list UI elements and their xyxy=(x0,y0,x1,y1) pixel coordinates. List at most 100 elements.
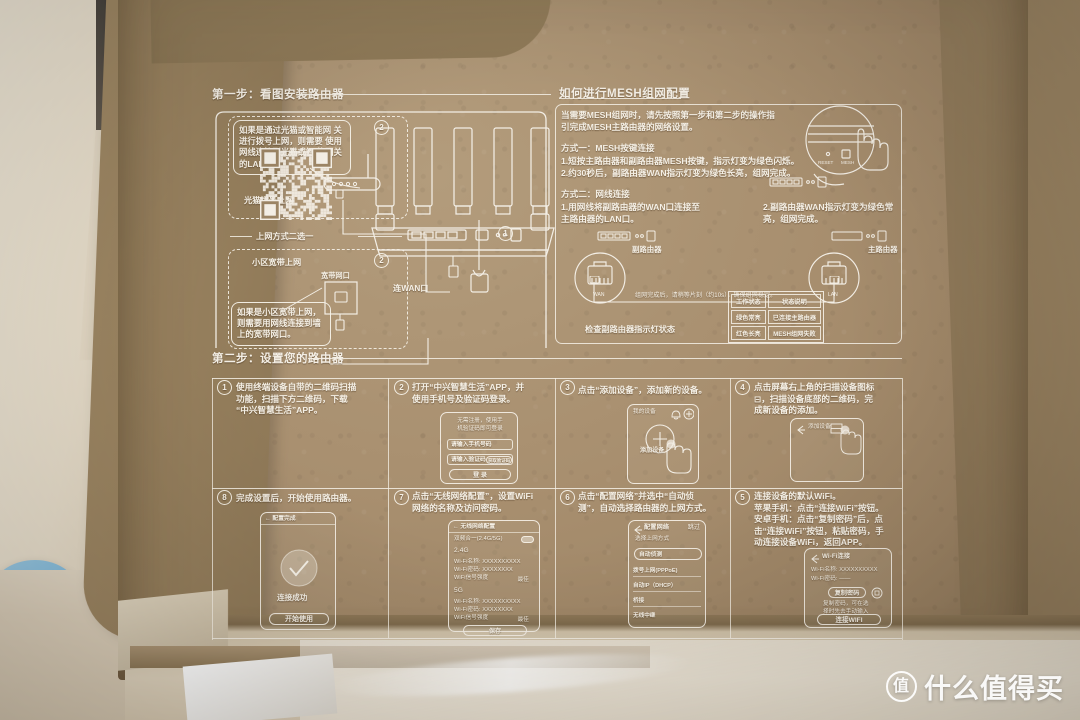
step-badge-2: 2 xyxy=(394,380,409,395)
col-rule-5 xyxy=(555,488,557,638)
broadband-group xyxy=(228,249,408,349)
back-arrow-icon[interactable] xyxy=(796,425,806,435)
phone-login-screen: 无需注册，使用手 机验证码即可登录 请输入手机号码 请输入验证码 获取验证码 登… xyxy=(440,412,518,484)
verify-code-field[interactable]: 请输入验证码 xyxy=(447,454,513,465)
step-badge-4: 4 xyxy=(735,380,750,395)
login-button[interactable]: 登 录 xyxy=(449,469,511,480)
label-broadband-port: 宽带网口 xyxy=(321,271,350,280)
step-6-text: 点击“配置网络”并选中“自动侦 测”，自动选择路由器的上网方式。 xyxy=(578,491,712,513)
phone-add-device-screen: 添加设备 xyxy=(790,418,864,482)
step-badge-tool: 1 xyxy=(498,226,513,241)
mesh-method2-line2: 主路由器的LAN口。 xyxy=(561,214,639,224)
login-hint: 无需注册，使用手 机验证码即可登录 xyxy=(457,418,503,432)
mesh-method1-title: 方式一：MESH按键连接 xyxy=(561,143,655,153)
phone-number-field[interactable]: 请输入手机号码 xyxy=(447,439,513,450)
band-5g-wifi-password: Wi-Fi密码: XXXXXXXX xyxy=(454,607,513,613)
step-badge-6: 6 xyxy=(560,490,575,505)
band-5g-signal-label: WiFi信号强度 xyxy=(454,615,489,621)
band-24g-wifi-name: Wi-Fi名称: XXXXXXXXXX xyxy=(454,559,521,565)
title-rule-2 xyxy=(308,358,902,360)
back-arrow-icon[interactable] xyxy=(810,554,820,564)
table-cell-state-red: 红色长亮 xyxy=(731,326,766,340)
band-24g-label: 2.4G xyxy=(454,547,469,554)
bell-icon xyxy=(671,410,681,418)
connect-success-label: 连接成功 xyxy=(277,593,308,602)
save-button[interactable]: 保存 xyxy=(463,625,527,636)
back-arrow-icon[interactable] xyxy=(633,525,643,535)
my-devices-icons[interactable] xyxy=(664,408,694,420)
option-dhcp[interactable]: 自动IP（DHCP） xyxy=(633,581,701,592)
setup-complete-header: ← 配置完成 xyxy=(261,513,335,525)
wifi-name-value: Wi-Fi名称: XXXXXXXXXX xyxy=(811,567,878,573)
get-code-button[interactable]: 获取验证码 xyxy=(486,455,512,464)
step-7-text: 点击“无线网络配置”，设置WiFi 网络的名称及访问密码。 xyxy=(412,491,534,513)
mesh-status-table: 工作状态 状态说明 绿色常亮 已连接主路由器 红色长亮 MESH组网失败 xyxy=(728,291,825,343)
mesh-method2-right: 2.副路由器WAN指示灯变为绿色常 亮，组网完成。 xyxy=(763,202,894,224)
band-5g-signal-value: 最佳 xyxy=(517,617,529,623)
step-3-text: 点击“添加设备”，添加新的设备。 xyxy=(578,385,707,395)
wifi-config-title: 无线网络配置 xyxy=(460,524,496,530)
watermark-text: 什么值得买 xyxy=(924,674,1064,704)
step-2-text: 打开“中兴智慧生活”APP，并 使用手机号及验证码登录。 xyxy=(412,382,525,404)
box-flap-right xyxy=(937,0,1080,670)
add-device-target[interactable] xyxy=(633,419,695,477)
copy-hint: 复制密码，可在选 择时先去手动输入 xyxy=(823,601,869,615)
step-8-text: 完成设置后，开始使用路由器。 xyxy=(236,493,357,503)
mesh-router-mini-icon xyxy=(769,176,827,188)
band-24g-wifi-password: Wi-Fi密码: XXXXXXXX xyxy=(454,567,513,573)
mesh-wait-note: 组网完成后，请稍等片刻（约10s），确保组网稳定。 xyxy=(635,293,777,299)
qr-code xyxy=(260,148,332,220)
option-bridge[interactable]: 桥接 xyxy=(633,596,701,607)
option-pppoe[interactable]: 拨号上网(PPPoE) xyxy=(633,566,701,577)
back-arrow-icon[interactable]: ← xyxy=(265,516,271,522)
my-devices-title: 我的设备 xyxy=(633,409,656,415)
divider-note: 上网方式二选一 xyxy=(256,232,314,241)
cable-routing xyxy=(330,200,450,365)
title-rule-1 xyxy=(296,94,551,96)
mesh-title-underline xyxy=(559,98,681,100)
scan-icon[interactable] xyxy=(829,422,865,462)
phone-wifi-connect-screen: Wi-Fi连接 Wi-Fi名称: XXXXXXXXXX Wi-Fi密码: —— … xyxy=(804,548,892,628)
main-router-mini-icon xyxy=(831,230,887,242)
dual-band-toggle[interactable] xyxy=(521,536,534,543)
wifi-config-header: ← 无线网络配置 xyxy=(449,521,539,533)
section1-frame xyxy=(215,111,547,348)
section1-title: 第一步：看图安装路由器 xyxy=(212,89,344,101)
skip-button[interactable]: 跳过 xyxy=(687,525,700,531)
copy-icon[interactable] xyxy=(871,587,883,599)
qr-code-svg xyxy=(260,148,332,220)
network-config-subtitle: 选择上网方式 xyxy=(635,536,670,542)
broadband-leader xyxy=(279,287,323,313)
band-24g-signal-value: 最佳 xyxy=(517,577,529,583)
step-4-text: 点击屏幕右上角的扫描设备图标 ⊟，扫描设备底部的二维码，完 成新设备的添加。 xyxy=(754,382,875,416)
mesh-panel xyxy=(555,104,902,344)
wan-port-circle: WAN xyxy=(574,252,626,304)
step-badge-broadband: 2 xyxy=(374,253,389,268)
step-badge-7: 7 xyxy=(394,490,409,505)
phone-my-devices-screen: 我的设备 添加设备 xyxy=(627,404,699,484)
reset-button-label: RESET xyxy=(818,160,834,165)
copy-password-button[interactable]: 复制密码 xyxy=(828,587,866,598)
section2-title: 第二步：设置您的路由器 xyxy=(212,353,344,365)
router-illustration xyxy=(371,127,555,257)
label-broadband: 小区宽带上网 xyxy=(252,258,302,267)
option-auto-detect[interactable]: 自动侦测 xyxy=(634,548,702,560)
check-circle-icon xyxy=(280,549,318,587)
phone-network-config-screen: 配置网络 跳过 选择上网方式 自动侦测 拨号上网(PPPoE) 自动IP（DHC… xyxy=(628,520,706,628)
divider-left xyxy=(230,236,252,238)
step-badge-3: 3 xyxy=(560,380,575,395)
table-cell-desc-red: MESH组网失败 xyxy=(767,326,822,340)
step-badge-1: 1 xyxy=(217,380,232,395)
step-1-text: 使用终端设备自带的二维码扫描 功能，扫描下方二维码，下载 “中兴智慧生活”APP… xyxy=(236,382,357,416)
table-header-state: 工作状态 xyxy=(731,294,766,308)
dual-band-label: 双频合一(2.4G/5G) xyxy=(454,536,503,542)
mesh-intro: 当需要MESH组网时，请先按照第一步和第二步的操作指 引完成MESH主路由器的网… xyxy=(561,110,775,132)
connect-wifi-button[interactable]: 连接WIFI xyxy=(817,614,881,625)
steps-right-rule xyxy=(902,378,904,640)
start-using-button[interactable]: 开始使用 xyxy=(269,613,329,625)
fiber-modem-icon xyxy=(323,154,381,199)
option-wireless-relay[interactable]: 无线中继 xyxy=(633,613,656,619)
back-arrow-icon[interactable]: ← xyxy=(453,524,459,530)
steps-top-rule xyxy=(212,378,902,380)
table-header-desc: 状态说明 xyxy=(767,294,822,308)
